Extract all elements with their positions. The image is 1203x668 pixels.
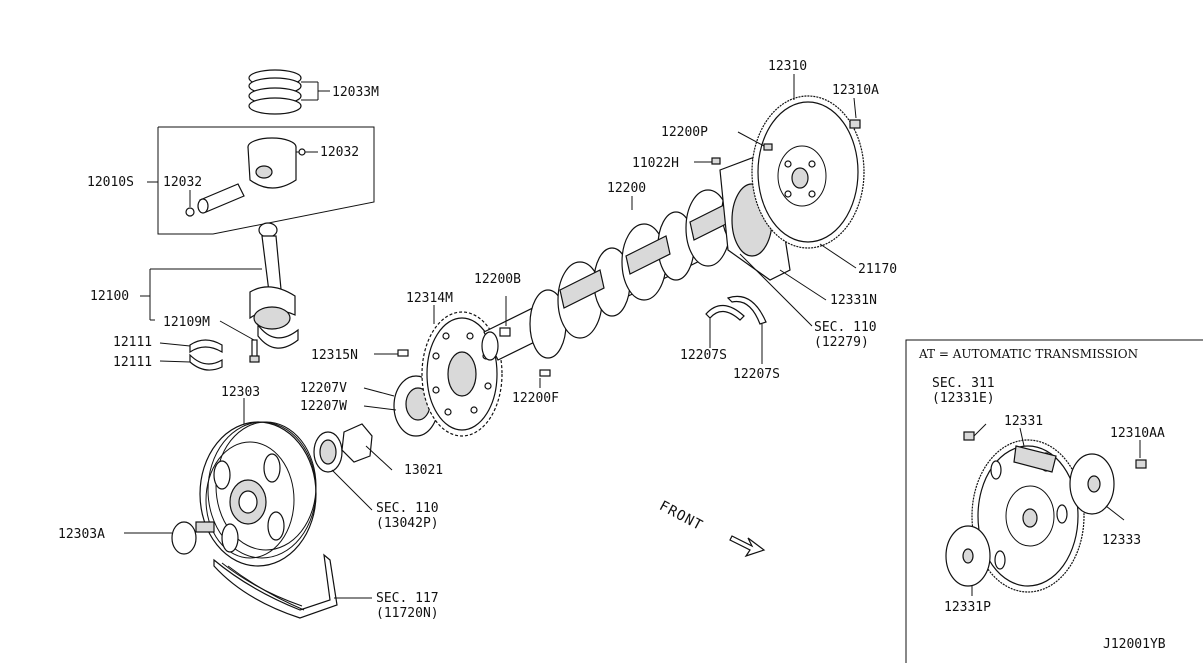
piston-pin <box>185 183 245 217</box>
label-12200B[interactable]: 12200B <box>474 272 521 287</box>
piston-kit-box <box>147 126 375 235</box>
front-oil-seal <box>313 431 373 511</box>
flywheel <box>694 74 865 269</box>
crankshaft <box>481 177 776 388</box>
label-sec110-rear[interactable]: SEC. 110 <box>814 320 877 335</box>
label-12100[interactable]: 12100 <box>90 289 129 304</box>
label-12109M[interactable]: 12109M <box>163 315 210 330</box>
label-12111-lower[interactable]: 12111 <box>113 355 152 370</box>
at-inset <box>905 339 1203 663</box>
label-12111-upper[interactable]: 12111 <box>113 335 152 350</box>
label-12331P[interactable]: 12331P <box>944 600 991 615</box>
label-sec110-seal[interactable]: SEC. 110 <box>376 501 439 516</box>
piston <box>247 137 318 189</box>
label-sec311-ref[interactable]: (12331E) <box>932 391 995 406</box>
label-12333[interactable]: 12333 <box>1102 533 1141 548</box>
pulley-bolt <box>124 521 215 555</box>
part-labels: 12033M 12032 12010S 12032 12100 12109M 1… <box>58 59 1165 621</box>
label-12207V[interactable]: 12207V <box>300 381 347 396</box>
crank-pulley <box>199 398 317 567</box>
label-12200P[interactable]: 12200P <box>661 125 708 140</box>
connecting-rod <box>140 222 299 349</box>
label-12207W[interactable]: 12207W <box>300 399 347 414</box>
label-12010S[interactable]: 12010S <box>87 175 134 190</box>
label-sec117[interactable]: SEC. 117 <box>376 591 439 606</box>
label-12331[interactable]: 12331 <box>1004 414 1043 429</box>
label-12032-top[interactable]: 12032 <box>320 145 359 160</box>
label-12207S-left[interactable]: 12207S <box>680 348 727 363</box>
label-12310AA[interactable]: 12310AA <box>1110 426 1165 441</box>
rod-bearings <box>159 339 223 371</box>
label-12314M[interactable]: 12314M <box>406 291 453 306</box>
label-sec117-ref[interactable]: (11720N) <box>376 606 439 621</box>
label-sec311[interactable]: SEC. 311 <box>932 376 995 391</box>
label-21170[interactable]: 21170 <box>858 262 897 277</box>
label-12303[interactable]: 12303 <box>221 385 260 400</box>
label-12033M[interactable]: 12033M <box>332 85 379 100</box>
label-12310[interactable]: 12310 <box>768 59 807 74</box>
label-sec110-rear-ref[interactable]: (12279) <box>814 335 869 350</box>
piston-rings <box>248 69 330 115</box>
label-11022H[interactable]: 11022H <box>632 156 679 171</box>
label-12310A[interactable]: 12310A <box>832 83 879 98</box>
label-12200F[interactable]: 12200F <box>512 391 559 406</box>
nut-13021 <box>341 423 393 471</box>
diagram-code: J12001YB <box>1103 637 1166 652</box>
label-12331N[interactable]: 12331N <box>830 293 877 308</box>
drive-belt <box>213 553 372 619</box>
label-12207S-right[interactable]: 12207S <box>733 367 780 382</box>
label-12032-pin[interactable]: 12032 <box>163 175 202 190</box>
rod-bolt <box>219 320 260 363</box>
label-12303A[interactable]: 12303A <box>58 527 105 542</box>
crank-sprocket <box>374 305 503 437</box>
label-12200[interactable]: 12200 <box>607 181 646 196</box>
label-sec110-seal-ref[interactable]: (13042P) <box>376 516 439 531</box>
inset-title: AT = AUTOMATIC TRANSMISSION <box>919 347 1139 361</box>
thrust-bearings <box>705 295 767 364</box>
label-13021[interactable]: 13021 <box>404 463 443 478</box>
front-arrow <box>729 535 766 558</box>
label-12315N[interactable]: 12315N <box>311 348 358 363</box>
